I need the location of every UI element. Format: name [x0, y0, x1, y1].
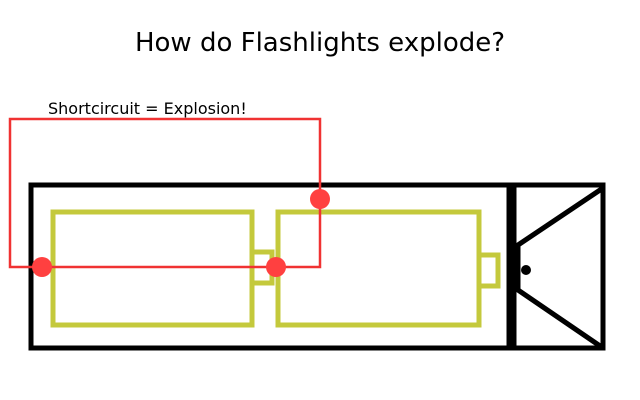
contact-point-left [32, 257, 52, 277]
battery-2 [275, 209, 482, 328]
contact-point-top [310, 189, 330, 209]
flashlight-head [511, 182, 606, 351]
bulb-icon [521, 265, 531, 275]
contact-point-middle [266, 257, 286, 277]
battery-2-terminal [476, 252, 501, 289]
reflector-icon [515, 185, 605, 351]
short-circuit-wire-outer [8, 117, 322, 269]
diagram-title: How do Flashlights explode? [134, 28, 506, 58]
battery-1 [50, 209, 255, 328]
short-circuit-wire-inner [42, 199, 322, 269]
short-circuit-label: Shortcircuit = Explosion! [48, 99, 247, 118]
